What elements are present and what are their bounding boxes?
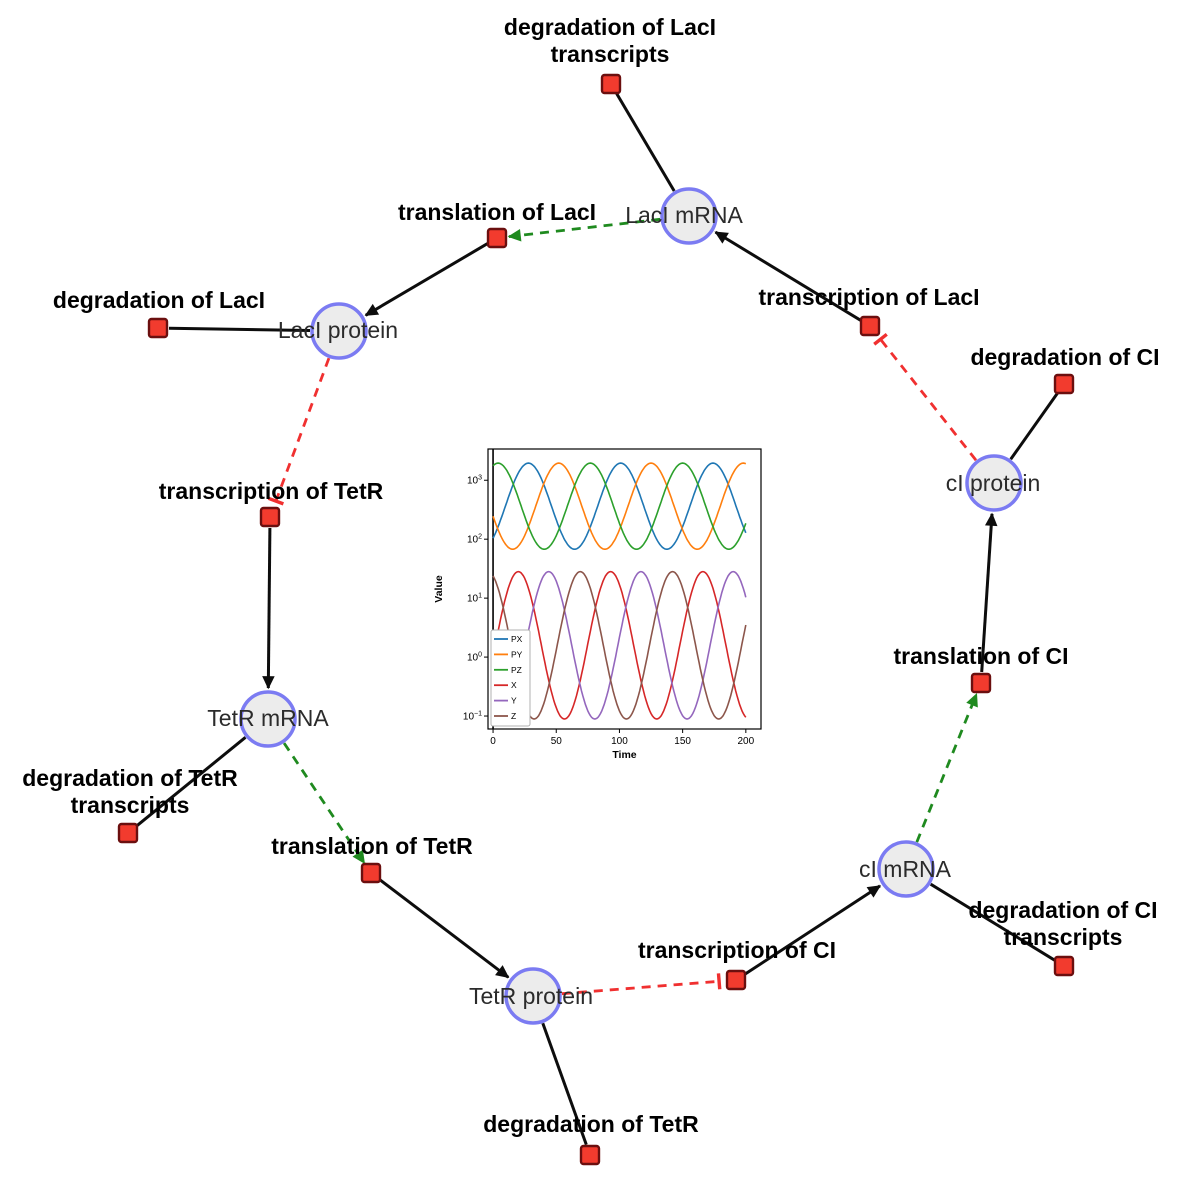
edge-consumption-ci_prot-deg_ci: [1009, 392, 1059, 461]
legend-label-PZ: PZ: [511, 665, 522, 675]
reaction-label-deg_tetr: degradation of TetR: [483, 1111, 699, 1137]
reaction-label-deg_ci: degradation of CI: [970, 344, 1159, 370]
edge-catalysis-ci_mrna-transl_ci: [915, 692, 978, 843]
species-node-ci_prot[interactable]: [965, 454, 1023, 512]
reaction-node-transl_ci[interactable]: [970, 672, 992, 694]
edge-production-transl_laci-laci_prot: [364, 242, 489, 317]
reaction-label-transcr_laci: transcription of LacI: [758, 284, 979, 310]
reaction-node-transl_laci[interactable]: [486, 227, 508, 249]
x-tick-label: 150: [674, 736, 691, 747]
reaction-label-deg_laci_tx: degradation of LacI: [504, 14, 716, 40]
reaction-label-transl_laci: translation of LacI: [398, 199, 596, 225]
y-tick-label: 101: [467, 593, 482, 605]
legend-label-PY: PY: [511, 649, 523, 659]
x-tick-label: 50: [551, 736, 563, 747]
species-label-ci_prot: cI protein: [946, 470, 1041, 496]
edge-consumption-ci_mrna-deg_ci_tx: [929, 882, 1056, 962]
reaction-node-transcr_ci[interactable]: [725, 969, 747, 991]
edge-inhibition-tetr_prot-transcr_ci: [561, 973, 722, 996]
series-line-Z: [492, 570, 747, 720]
edge-production-transcr_ci-ci_mrna: [744, 884, 882, 976]
reaction-label-deg_tetr_tx: transcripts: [71, 792, 190, 818]
species-node-tetr_mrna[interactable]: [239, 690, 297, 748]
species-node-laci_mrna[interactable]: [660, 187, 718, 245]
reaction-node-deg_laci_tx[interactable]: [600, 73, 622, 95]
legend: PX PY PZ XYZ: [490, 629, 531, 727]
y-axis-label: Value: [433, 575, 445, 603]
species-node-tetr_prot[interactable]: [504, 967, 562, 1025]
reaction-label-deg_ci_tx: transcripts: [1004, 924, 1123, 950]
edge-consumption-tetr_prot-deg_tetr: [541, 1022, 588, 1146]
series-line-X: [492, 570, 747, 720]
y-tick-label: 100: [467, 652, 482, 664]
edge-inhibition-ci_prot-transcr_laci: [873, 333, 978, 462]
species-label-laci_mrna: LacI mRNA: [625, 202, 743, 228]
reaction-node-deg_tetr[interactable]: [579, 1144, 601, 1166]
reaction-node-deg_tetr_tx[interactable]: [117, 822, 139, 844]
reaction-label-deg_laci_tx: transcripts: [551, 41, 670, 67]
legend-label-Y: Y: [511, 696, 517, 706]
y-tick-label: 102: [467, 534, 482, 546]
reaction-label-deg_tetr_tx: degradation of TetR: [22, 765, 238, 791]
reaction-node-transl_tetr[interactable]: [360, 862, 382, 884]
legend-label-Z: Z: [511, 711, 516, 721]
edge-production-transcr_tetr-tetr_mrna: [262, 527, 275, 690]
edge-catalysis-tetr_mrna-transl_tetr: [282, 742, 366, 865]
x-tick-label: 0: [490, 736, 496, 747]
reaction-label-transcr_ci: transcription of CI: [638, 937, 836, 963]
edge-production-transl_tetr-tetr_prot: [378, 878, 510, 979]
species-label-ci_mrna: cI mRNA: [859, 856, 952, 882]
reaction-node-deg_ci[interactable]: [1053, 373, 1075, 395]
plot-frame: [487, 448, 762, 730]
legend-label-PX: PX: [511, 634, 523, 644]
series-line-Y: [492, 570, 747, 720]
reaction-label-transl_tetr: translation of TetR: [271, 833, 473, 859]
series-line-PX: [492, 462, 747, 550]
legend-label-X: X: [511, 680, 517, 690]
y-tick-label: 10−1: [463, 711, 482, 723]
edge-consumption-tetr_mrna-deg_tetr_tx: [135, 736, 247, 828]
series-line-PY: [492, 462, 747, 550]
reaction-node-transcr_laci[interactable]: [859, 315, 881, 337]
y-tick-label: 103: [467, 475, 482, 487]
reaction-label-transcr_tetr: transcription of TetR: [159, 478, 384, 504]
edge-consumption-laci_mrna-deg_laci_tx: [615, 92, 676, 192]
species-label-tetr_mrna: TetR mRNA: [207, 705, 329, 731]
edge-production-transcr_laci-laci_mrna: [714, 230, 862, 322]
reaction-label-deg_laci: degradation of LacI: [53, 287, 265, 313]
x-tick-label: 100: [611, 736, 628, 747]
species-label-laci_prot: LacI protein: [278, 317, 398, 343]
series-line-PZ: [492, 462, 747, 550]
reaction-node-transcr_tetr[interactable]: [259, 506, 281, 528]
species-node-laci_prot[interactable]: [310, 302, 368, 360]
x-axis-label: Time: [612, 749, 636, 761]
reaction-node-deg_laci[interactable]: [147, 317, 169, 339]
edge-production-transl_ci-ci_prot: [980, 512, 998, 673]
species-node-ci_mrna[interactable]: [877, 840, 935, 898]
reaction-node-deg_ci_tx[interactable]: [1053, 955, 1075, 977]
species-label-tetr_prot: TetR protein: [469, 983, 593, 1009]
x-tick-label: 200: [737, 736, 754, 747]
edge-consumption-laci_prot-deg_laci: [168, 326, 311, 332]
reaction-label-transl_ci: translation of CI: [893, 643, 1068, 669]
reaction-label-deg_ci_tx: degradation of CI: [968, 897, 1157, 923]
